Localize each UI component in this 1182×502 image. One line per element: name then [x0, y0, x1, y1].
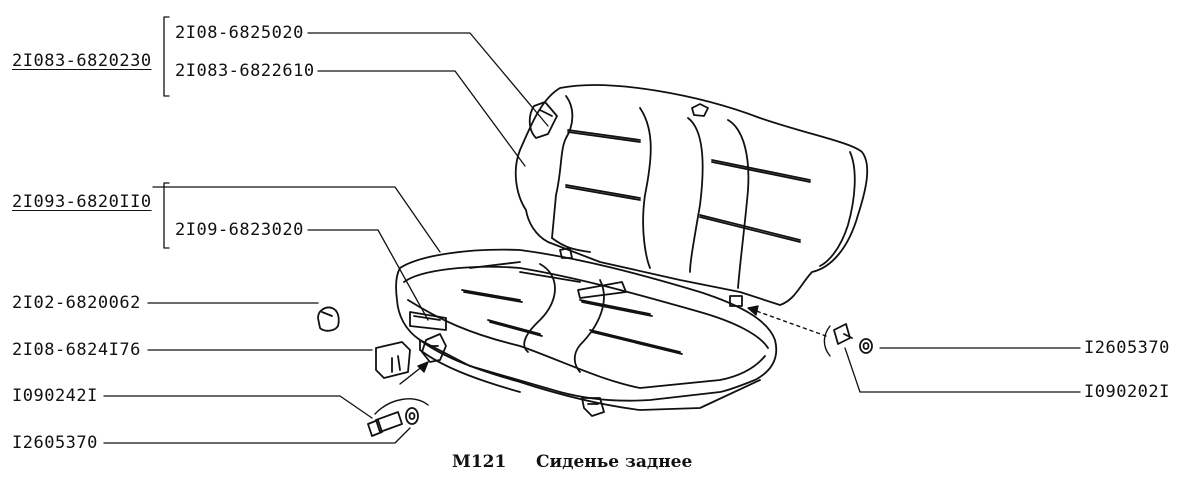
- seat-cushion: [395, 248, 778, 417]
- figure-code: M121: [452, 452, 507, 472]
- seat-back: [514, 84, 869, 307]
- part-label-back-frame: 2I083-6822610: [175, 61, 315, 81]
- part-label-back-cover: 2I08-6825020: [175, 23, 304, 43]
- part-label-bolt-left: I090242I: [12, 386, 98, 406]
- part-label-bolt-right: I090202I: [1084, 382, 1170, 402]
- bolt-left: [367, 411, 403, 437]
- part-label-assembly-back: 2I083-6820230: [12, 51, 152, 71]
- part-label-washer-right: I2605370: [1084, 338, 1170, 358]
- part-label-bump-stop: 2I02-6820062: [12, 293, 141, 313]
- part-label-assembly-cushion: 2I093-6820II0: [12, 192, 152, 212]
- part-label-washer-left: I2605370: [12, 433, 98, 453]
- leader-lines: [103, 16, 1081, 444]
- part-label-cushion-cover: 2I09-6823020: [175, 220, 304, 240]
- bracket: [375, 341, 411, 379]
- assembly-arrows: [374, 305, 831, 415]
- washer-left: [405, 407, 419, 425]
- bump-stop: [317, 306, 340, 332]
- bolt-right: [833, 323, 853, 345]
- figure-title: Сиденье заднее: [536, 452, 693, 472]
- part-label-bracket: 2I08-6824I76: [12, 340, 141, 360]
- hinge-left: [421, 333, 447, 363]
- washer-right: [859, 338, 873, 354]
